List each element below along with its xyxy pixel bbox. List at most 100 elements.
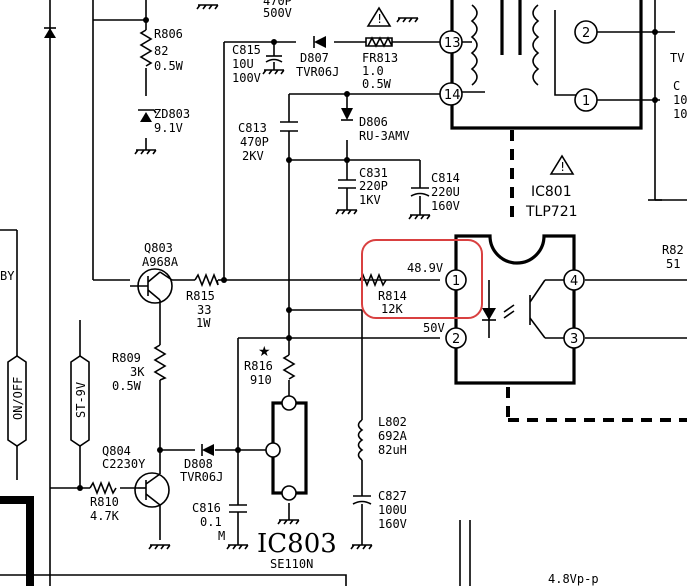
r816-ref: R816	[244, 359, 273, 373]
ic803-value: SE110N	[270, 557, 313, 571]
pin-14-label: 14	[444, 88, 461, 103]
pin-13-label: 13	[444, 36, 461, 51]
c-value-2: 10	[673, 107, 687, 121]
q804-value: C2230Y	[102, 457, 146, 471]
c831-value: 220P	[359, 179, 388, 193]
c815-ref: C815	[232, 43, 261, 57]
c816-ref: C816	[192, 501, 221, 515]
pin-1-label: 1	[582, 94, 590, 109]
d806-value: RU-3AMV	[359, 129, 410, 143]
signal-flags: ON/OFF ST-9V	[7, 355, 90, 447]
ground-symbols	[134, 4, 662, 550]
r809-symbol	[153, 344, 167, 381]
warning-icon-ic801: !	[559, 160, 566, 174]
r806-value: 82	[154, 44, 168, 58]
c815-rating: 100V	[232, 71, 261, 85]
resistors	[89, 29, 393, 496]
c831-ref: C831	[359, 166, 388, 180]
d808-value: TVR06J	[180, 470, 223, 484]
ic801-optocoupler	[454, 234, 576, 385]
r809-value: 3K	[130, 365, 145, 379]
bottom-voltage: 4.8Vp-p	[548, 572, 599, 586]
d807-ref: D807	[300, 51, 329, 65]
ic801-pin-2-label: 2	[452, 332, 460, 347]
diodes	[44, 27, 353, 456]
isolation-barrier	[506, 130, 687, 422]
l802-value: 692A	[378, 429, 408, 443]
c814-value: 220U	[431, 185, 460, 199]
c813-rating: 2KV	[242, 149, 264, 163]
r815-symbol	[194, 272, 219, 288]
transistors	[130, 268, 173, 508]
q803-ref: Q803	[144, 241, 173, 255]
fr813-rating: 0.5W	[362, 77, 392, 91]
c814-rating: 160V	[431, 199, 460, 213]
zd803-value: 9.1V	[154, 121, 183, 135]
r809-ref: R809	[112, 351, 141, 365]
r815-ref: R815	[186, 289, 215, 303]
junction-dots	[77, 17, 658, 491]
warning-icons: ! !	[366, 6, 575, 175]
ic801-pin-4-label: 4	[570, 274, 578, 289]
pin-numbers: 13 14 2 1 1 2 4 3	[444, 26, 590, 347]
d808-ref: D808	[184, 457, 213, 471]
ic801-value: TLP721	[525, 204, 578, 220]
c827-ref: C827	[378, 489, 407, 503]
r806-rating: 0.5W	[154, 59, 184, 73]
r816-value: 910	[250, 373, 272, 387]
top-partial-value: 470P	[263, 0, 292, 8]
ic801-ref: IC801	[531, 184, 572, 200]
ic803-ref: IC803	[257, 529, 337, 559]
r814-ref: R814	[378, 289, 407, 303]
warning-icon: !	[376, 12, 383, 26]
c816-value: 0.1	[200, 515, 222, 529]
r809-rating: 0.5W	[112, 379, 142, 393]
d806-ref: D806	[359, 115, 388, 129]
c827-value: 100U	[378, 503, 407, 517]
q804-ref: Q804	[102, 444, 131, 458]
tv-label: TV	[670, 51, 684, 65]
r810-ref: R810	[90, 495, 119, 509]
star-icon: ★	[258, 344, 271, 360]
fr813-symbol	[365, 36, 393, 48]
pin1-voltage: 48.9V	[407, 261, 443, 275]
c831-rating: 1KV	[359, 193, 381, 207]
pin-2-label: 2	[582, 26, 590, 41]
fr813-ref: FR813	[362, 51, 398, 65]
r806-symbol	[139, 29, 153, 67]
l802-ref: L802	[378, 415, 407, 429]
fr813-value: 1.0	[362, 64, 384, 78]
c816-rating: M	[218, 529, 225, 543]
r815-value: 33	[197, 303, 211, 317]
q803-value: A968A	[142, 255, 179, 269]
r816-symbol	[282, 354, 296, 380]
c815-value: 10U	[232, 57, 254, 71]
by-label: BY	[0, 269, 15, 283]
ic801-pin-1-label: 1	[452, 274, 460, 289]
pin-circles	[265, 20, 598, 501]
transformer-block	[450, 0, 643, 130]
r82-label: R82	[662, 243, 684, 257]
r814-symbol	[359, 272, 387, 288]
r810-value: 4.7K	[90, 509, 120, 523]
r810-symbol	[89, 480, 117, 496]
c813-value: 470P	[240, 135, 269, 149]
capacitors	[229, 55, 430, 520]
ground-plane-trace	[0, 496, 34, 586]
pin2-voltage: 50V	[423, 321, 445, 335]
highlight-box	[361, 239, 483, 319]
c813-ref: C813	[238, 121, 267, 135]
r82-value: 51	[666, 257, 680, 271]
c827-rating: 160V	[378, 517, 407, 531]
c-label: C	[673, 79, 680, 93]
bottom-frame-line	[0, 574, 347, 586]
r814-value: 12K	[381, 302, 403, 316]
l802-rating: 82uH	[378, 443, 407, 457]
l802-symbol	[357, 419, 364, 461]
top-partial-rating: 500V	[263, 6, 292, 20]
r815-rating: 1W	[196, 316, 211, 330]
r806-ref: R806	[154, 27, 183, 41]
